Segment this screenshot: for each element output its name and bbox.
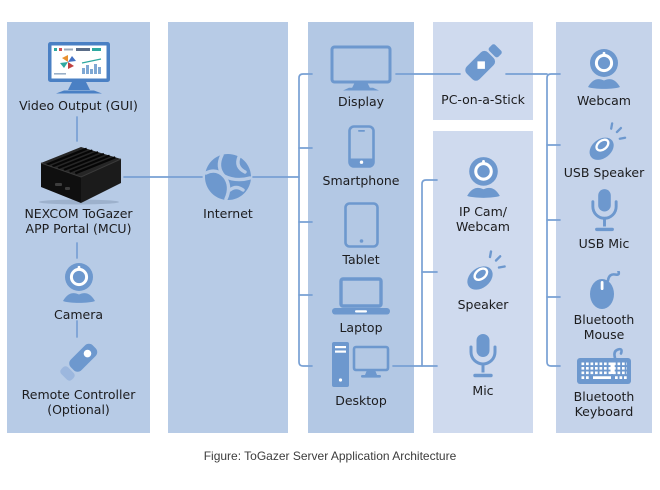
webcam-icon [581,45,627,91]
mic-icon [588,188,621,233]
video-output-label: Video Output (GUI) [19,98,138,113]
node-tablet: Tablet [308,202,414,267]
camera-label: Camera [53,307,104,322]
node-pc-on-a-stick: PC-on-a-Stick [433,38,533,107]
node-usb-mic: USB Mic [556,188,652,251]
node-ip-cam: IP Cam/ Webcam [433,153,533,234]
webcam-icon [460,153,507,200]
node-camera: Camera [7,259,150,322]
panel-internet [168,22,288,433]
laptop-icon [332,277,390,315]
desktop-icon [332,342,390,387]
node-video-output: Video Output (GUI) [7,40,150,113]
mic-icon [466,333,500,379]
mic-label: Mic [472,383,494,398]
node-desktop: Desktop [308,342,414,408]
node-usb-speaker: USB Speaker [556,122,652,180]
display-label: Display [337,94,385,109]
node-webcam: Webcam [556,45,652,108]
gui-monitor-icon [47,42,110,94]
speaker-icon [460,250,506,294]
remote-controller-icon [59,343,97,381]
keyboard-icon [577,347,631,384]
remote-controller-label: Remote Controller (Optional) [21,387,136,417]
speaker-label: Speaker [457,297,509,312]
desktop-label: Desktop [335,393,387,408]
display-icon [330,45,392,91]
usb-speaker-label: USB Speaker [563,165,645,180]
laptop-label: Laptop [339,320,383,335]
bluetooth-keyboard-label: Bluetooth Keyboard [573,389,635,419]
pc-on-a-stick-label: PC-on-a-Stick [441,92,525,107]
usb-mic-label: USB Mic [578,236,630,251]
speaker-icon [582,122,627,164]
tablet-icon [343,202,379,248]
figure-caption: Figure: ToGazer Server Application Archi… [203,449,457,463]
usb-stick-icon [465,44,502,81]
node-smartphone: Smartphone [308,125,414,188]
node-bluetooth-mouse: Bluetooth Mouse [556,271,652,342]
internet-label: Internet [203,206,253,221]
node-laptop: Laptop [308,277,414,335]
webcam-icon [56,259,102,305]
node-display: Display [308,45,414,109]
globe-icon [204,153,252,201]
smartphone-label: Smartphone [322,173,400,188]
mouse-icon [589,271,620,309]
webcam-label: Webcam [577,93,631,108]
bluetooth-mouse-label: Bluetooth Mouse [573,312,635,342]
node-speaker: Speaker [433,250,533,312]
node-remote-controller: Remote Controller (Optional) [7,339,150,417]
node-bluetooth-keyboard: Bluetooth Keyboard [556,346,652,419]
server-box-image [38,147,121,205]
tablet-label: Tablet [342,252,380,267]
smartphone-icon [347,125,375,168]
node-internet: Internet [168,152,288,221]
node-mic: Mic [433,333,533,398]
node-mcu: NEXCOM ToGazer APP Portal (MCU) [7,141,150,236]
ip-cam-label: IP Cam/ Webcam [456,204,510,234]
mcu-label: NEXCOM ToGazer APP Portal (MCU) [24,206,133,236]
